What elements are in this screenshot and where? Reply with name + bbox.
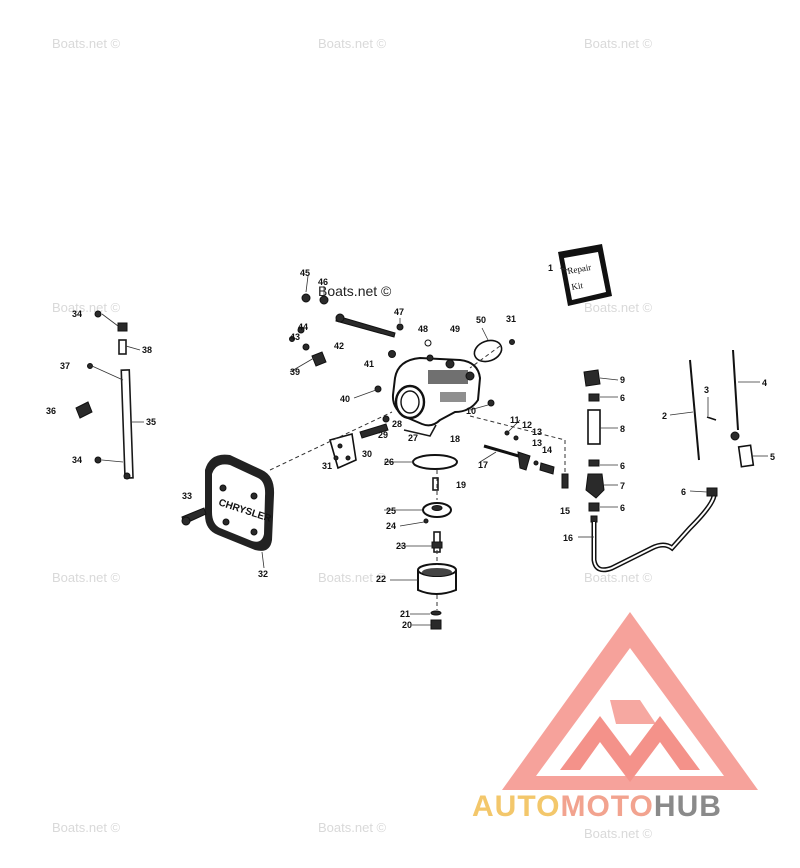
brand-hub-text: HUB xyxy=(654,790,722,823)
watermark: Boats.net © xyxy=(318,820,387,835)
brand-moto-text: MOTO xyxy=(560,790,653,823)
watermark: Boats.net © xyxy=(584,36,653,51)
callout-19: 19 xyxy=(456,480,466,490)
callouts: 1 2 3 4 5 6 6 6 6 7 8 9 10 11 12 13 13 1… xyxy=(46,263,775,630)
callout-28: 28 xyxy=(392,419,402,429)
callout-44: 44 xyxy=(298,322,308,332)
callout-6: 6 xyxy=(620,393,625,403)
callout-43: 43 xyxy=(290,332,300,342)
choke-rods xyxy=(689,349,755,468)
watermark: Boats.net © xyxy=(52,570,121,585)
watermark: Boats.net © xyxy=(52,820,121,835)
callout-24: 24 xyxy=(386,521,396,531)
callout-17: 17 xyxy=(478,460,488,470)
watermark: Boats.net © xyxy=(318,36,387,51)
callout-27: 27 xyxy=(408,433,418,443)
kit-text-line2: Kit xyxy=(571,280,585,292)
mixture-shaft xyxy=(483,430,569,489)
callout-34: 34 xyxy=(72,455,82,465)
callout-5: 5 xyxy=(770,452,775,462)
callout-10: 10 xyxy=(466,406,476,416)
callout-18: 18 xyxy=(450,434,460,444)
carburetor-body xyxy=(391,354,482,437)
callout-26: 26 xyxy=(384,457,394,467)
callout-6: 6 xyxy=(620,503,625,513)
callout-40: 40 xyxy=(340,394,350,404)
logo-g-shape xyxy=(610,700,656,724)
float-bowl-stack xyxy=(412,454,458,630)
callout-23: 23 xyxy=(396,541,406,551)
callout-47: 47 xyxy=(394,307,404,317)
callout-45: 45 xyxy=(300,268,310,278)
callout-2: 2 xyxy=(662,411,667,421)
callout-33: 33 xyxy=(182,491,192,501)
callout-8: 8 xyxy=(620,424,625,434)
watermark: Boats.net © xyxy=(584,300,653,315)
throttle-link-assembly xyxy=(75,310,134,480)
callout-14: 14 xyxy=(542,445,552,455)
callout-25: 25 xyxy=(386,506,396,516)
air-silencer-cover: CHRYSLER xyxy=(181,454,275,551)
watermark: Boats.net © xyxy=(584,570,653,585)
choke-plate xyxy=(473,339,503,363)
callout-22: 22 xyxy=(376,574,386,584)
callout-50: 50 xyxy=(476,315,486,325)
callout-36: 36 xyxy=(46,406,56,416)
line-clamp xyxy=(706,487,718,497)
callout-34: 34 xyxy=(72,309,82,319)
brand-auto-text: AUTO xyxy=(472,790,560,823)
callout-13: 13 xyxy=(532,427,542,437)
callout-12: 12 xyxy=(522,420,532,430)
leader-lines xyxy=(125,267,768,626)
assembly-lines xyxy=(269,345,566,610)
callout-37: 37 xyxy=(60,361,70,371)
throttle-arm xyxy=(289,293,515,439)
callout-4: 4 xyxy=(762,378,767,388)
callout-31: 31 xyxy=(322,461,332,471)
watermark: Boats.net © xyxy=(52,36,121,51)
automotohub-logo: AUTOMOTOHUB xyxy=(472,612,758,823)
callout-48: 48 xyxy=(418,324,428,334)
logo-m-shape xyxy=(560,716,700,782)
callout-46: 46 xyxy=(318,277,328,287)
watermark: Boats.net © xyxy=(52,300,121,315)
watermark-center: Boats.net © xyxy=(318,283,392,299)
repair-kit-box: Repair Kit xyxy=(558,244,612,306)
callout-9: 9 xyxy=(620,375,625,385)
watermark: Boats.net © xyxy=(318,570,387,585)
kit-text-line1: Repair xyxy=(567,262,592,276)
callout-29: 29 xyxy=(378,430,388,440)
callout-21: 21 xyxy=(400,609,410,619)
callout-35: 35 xyxy=(146,417,156,427)
gasket-plate xyxy=(329,432,357,470)
brand-auto: AUTOMOTOHUB xyxy=(472,790,722,823)
callout-31: 31 xyxy=(506,314,516,324)
callout-6: 6 xyxy=(620,461,625,471)
callout-20: 20 xyxy=(402,620,412,630)
watermarks: Boats.net © Boats.net © Boats.net © Boat… xyxy=(52,36,653,841)
callout-38: 38 xyxy=(142,345,152,355)
callout-7: 7 xyxy=(620,481,625,491)
watermark: Boats.net © xyxy=(584,826,653,841)
callout-3: 3 xyxy=(704,385,709,395)
callout-13: 13 xyxy=(532,438,542,448)
callout-39: 39 xyxy=(290,367,300,377)
callout-6: 6 xyxy=(681,487,686,497)
callout-11: 11 xyxy=(510,415,520,425)
callout-1: 1 xyxy=(548,263,553,273)
callout-16: 16 xyxy=(563,533,573,543)
callout-32: 32 xyxy=(258,569,268,579)
callout-30: 30 xyxy=(362,449,372,459)
callout-49: 49 xyxy=(450,324,460,334)
callout-15: 15 xyxy=(560,506,570,516)
callout-41: 41 xyxy=(364,359,374,369)
callout-42: 42 xyxy=(334,341,344,351)
fuel-column xyxy=(583,369,605,523)
fuel-line-inner xyxy=(593,495,715,571)
